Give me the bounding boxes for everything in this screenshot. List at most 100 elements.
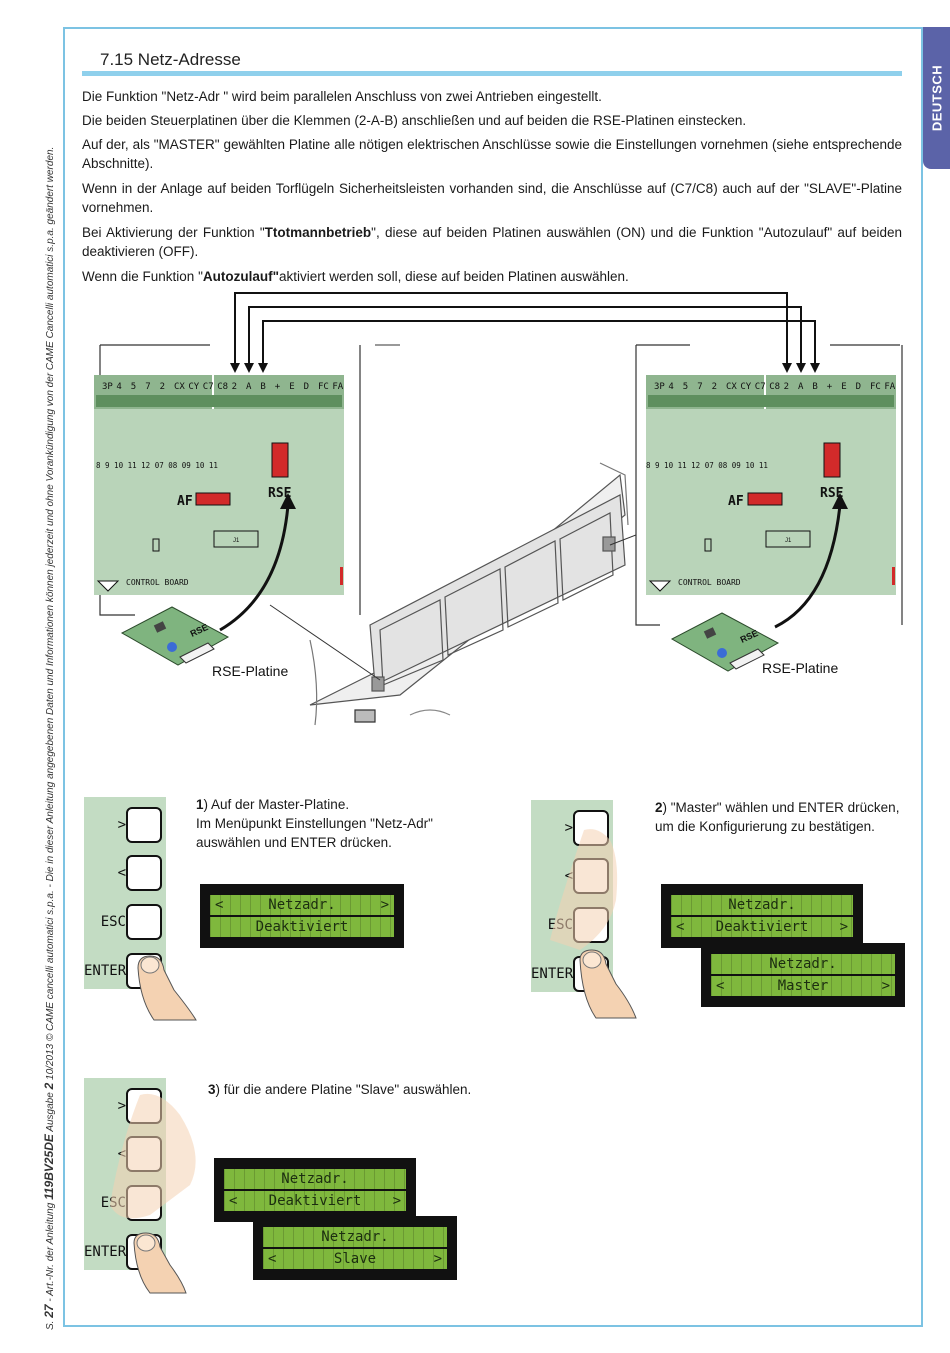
left-rse-platine-label: RSE-Platine [212,663,288,679]
lcd-arrow-right: > [392,1193,401,1209]
step-2-text: 2) "Master" wählen und ENTER drücken, um… [655,798,899,836]
terminal-label: C7 [203,382,214,392]
terminal-label: E [841,382,846,392]
right-rse-platine-label: RSE-Platine [762,660,838,676]
side-note-page: 27 [42,1304,56,1318]
arrow-right-2 [782,363,792,373]
esc-button[interactable] [126,904,162,940]
left-rse-card: RSE [120,606,230,666]
lcd-arrow-left: < [716,978,725,994]
wire-b [262,320,816,370]
left-rse-connector [271,442,289,478]
language-tab[interactable]: DEUTSCH [923,27,950,169]
key-label-enter: ENTER [84,963,127,979]
title-rule [82,71,902,76]
step-1-line1: ) Auf der Master-Platine. [203,797,350,812]
lcd-title: Netzadr. [769,956,837,972]
key-label-enter: ENTER [531,966,574,982]
left-row-numbers: 8 9 10 11 12 07 08 09 10 11 [96,461,218,470]
right-leader-line [609,534,637,546]
arrow-right-b [810,363,820,373]
paragraph-5-bold: Ttotmannbetrieb [264,225,372,240]
key-label-next: > [564,820,573,836]
terminal-label: 3P [654,382,665,392]
arrow-left-b [258,363,268,373]
right-board-body [646,375,896,595]
finger-scroll-icon [550,829,637,1019]
lcd-value-slave: Slave [333,1251,377,1267]
terminal-label: A [246,382,252,392]
left-af-connector [195,492,231,506]
next-button[interactable] [126,807,162,843]
side-note-rest: 10/2013 © CAME cancelli automatici s.p.a… [45,146,56,1083]
terminal-label: 7 [145,382,150,392]
lcd-arrow-left: < [229,1193,238,1209]
lcd-arrow-left: < [215,897,224,913]
language-tab-label: DEUTSCH [929,64,944,132]
step-1-text: 1) Auf der Master-Platine. Im Menüpunkt … [196,795,433,852]
side-note-prefix: S. [45,1320,56,1330]
left-j1-label: J1 [233,538,240,544]
left-rse-label: RSE [268,486,291,501]
key-label-next: > [117,817,126,833]
left-board-label: CONTROL BOARD [126,578,189,587]
terminal-label: 5 [683,382,688,392]
lcd-title: Netzadr. [268,897,336,913]
terminal-label: 3P [102,382,113,392]
prev-button[interactable] [126,855,162,891]
terminal-label: D [304,382,309,392]
side-note-mid: - Art.-Nr. der Anleitung [45,1199,56,1305]
terminal-label: C7 [755,382,766,392]
step-2-number: 2 [655,800,663,815]
terminal-label: D [856,382,861,392]
terminal-label: 4 [668,382,673,392]
lcd-value: Deaktiviert [255,919,349,935]
arrow-right-a [796,363,806,373]
right-callout-frame [635,344,903,626]
lcd-arrow-right: > [839,919,848,935]
terminal-label: B [260,382,265,392]
lcd-title: Netzadr. [321,1229,389,1245]
terminal-label: CX [174,382,185,392]
paragraph-5-c: ", diese auf beiden Platinen auswählen (… [82,225,902,259]
right-row-numbers: 8 9 10 11 12 07 08 09 10 11 [646,461,768,470]
terminal-label: + [275,382,281,392]
arrow-left-a [244,363,254,373]
terminal-label: FA [884,382,895,392]
terminal-label: E [289,382,294,392]
right-j1-label: J1 [785,538,792,544]
network-wires [234,292,816,370]
paragraph-5-a: Bei Aktivierung der Funktion " [82,225,265,240]
lcd-step-2-back: Netzadr. <Deaktiviert> [661,884,863,948]
step-3-number: 3 [208,1082,216,1097]
wire-arrowheads [230,363,820,373]
right-board-label: CONTROL BOARD [678,578,741,587]
key-label-enter: ENTER [84,1244,127,1260]
terminal-label: 5 [131,382,136,392]
terminal-label: CX [726,382,737,392]
terminal-label: 2 [712,382,717,392]
sliding-gate-illustration [309,462,629,726]
terminal-label: B [812,382,817,392]
left-gate-motor [371,676,385,692]
right-rse-label: RSE [820,486,843,501]
right-af-connector [747,492,783,506]
paragraph-6: Wenn die Funktion "Autozulauf"aktiviert … [82,267,902,286]
wire-a [248,306,802,370]
key-label-next: > [117,1098,126,1114]
section-title: 7.15 Netz-Adresse [100,50,241,69]
terminal-label: 2 [232,382,237,392]
arrow-left-2 [230,363,240,373]
wire-2 [234,292,788,370]
terminal-label: 7 [697,382,702,392]
step-2-line2: um die Konfigurierung zu bestätigen. [655,819,875,834]
left-terminal-screws [96,395,342,407]
paragraph-4: Wenn in der Anlage auf beiden Torflügeln… [82,181,902,215]
lcd-value: Deaktiviert [715,919,809,935]
finger-press-icon [137,955,197,1021]
lcd-arrow-left: < [676,919,685,935]
side-note: S. 27 - Art.-Nr. der Anleitung 119BV25DE… [42,147,56,1330]
step-2-line1: ) "Master" wählen und ENTER drücken, [662,800,900,815]
